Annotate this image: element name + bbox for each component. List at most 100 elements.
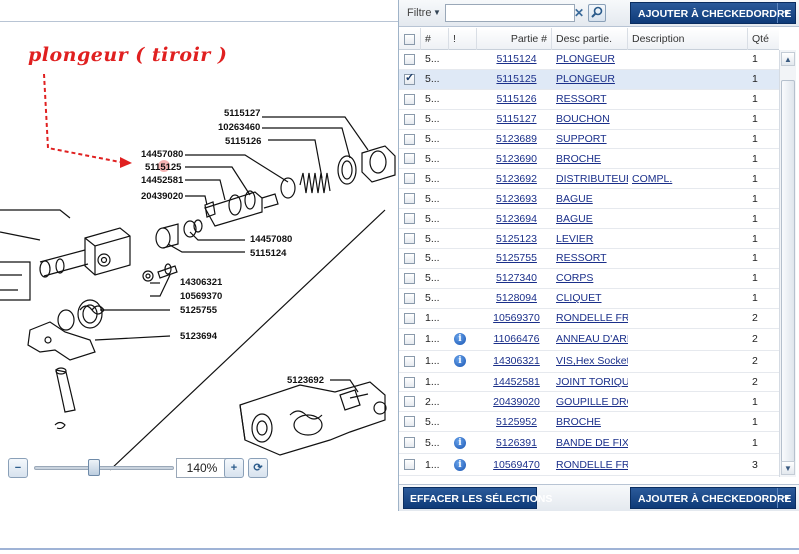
part-number-link[interactable]: 5123693 — [496, 192, 537, 205]
parts-diagram-panel[interactable]: plongeur ( tiroir ) 5115127 10263460 511… — [0, 0, 398, 484]
part-desc-link[interactable]: BANDE DE FIX/ — [556, 436, 628, 449]
info-icon[interactable]: i — [454, 333, 466, 346]
grid-vertical-scrollbar[interactable]: ▲ ▼ — [779, 50, 796, 477]
column-header-part-desc[interactable]: Desc partie. — [552, 28, 628, 50]
callout-10569370[interactable]: 10569370 — [180, 291, 223, 302]
row-checkbox[interactable] — [404, 437, 415, 449]
part-desc-link[interactable]: LEVIER — [556, 232, 594, 245]
zoom-in-button[interactable]: + — [224, 458, 244, 478]
part-desc-link[interactable]: BROCHE — [556, 152, 601, 165]
refresh-button[interactable]: ⟳ — [248, 458, 268, 478]
row-checkbox[interactable] — [404, 173, 415, 185]
part-desc-link[interactable]: RONDELLE FRE — [556, 312, 628, 325]
callout-10263460[interactable]: 10263460 — [218, 122, 261, 133]
search-button[interactable] — [588, 4, 606, 22]
part-number-link[interactable]: 5127340 — [496, 272, 537, 285]
part-number-link[interactable]: 20439020 — [493, 395, 540, 408]
column-header-qty[interactable]: Qté — [752, 33, 769, 45]
column-header-description[interactable]: Description — [628, 28, 748, 50]
clear-filter-icon[interactable]: ✕ — [573, 6, 585, 20]
column-header-part-number[interactable]: Partie # — [477, 28, 552, 50]
row-checkbox[interactable] — [404, 292, 415, 304]
scroll-down-icon[interactable]: ▼ — [781, 461, 795, 475]
add-to-order-button-bottom[interactable]: AJOUTER À CHECKEDORDRE ▼ — [630, 487, 796, 509]
callout-5115127[interactable]: 5115127 — [224, 108, 261, 119]
callout-14452581[interactable]: 14452581 — [141, 175, 184, 186]
part-number-link[interactable]: 5128094 — [496, 292, 537, 305]
row-checkbox[interactable] — [404, 333, 415, 345]
part-number-link[interactable]: 5125952 — [496, 415, 537, 428]
part-desc-link[interactable]: RESSORT — [556, 93, 607, 106]
filter-input[interactable] — [445, 4, 575, 22]
column-header-number[interactable]: # — [421, 28, 449, 50]
part-number-link[interactable]: 10569470 — [493, 458, 540, 471]
row-checkbox[interactable] — [404, 312, 415, 324]
part-number-link[interactable]: 5123692 — [496, 172, 537, 185]
part-desc-link[interactable]: PLONGEUR — [556, 73, 615, 86]
info-icon[interactable]: i — [454, 458, 466, 471]
part-number-link[interactable]: 5115126 — [496, 93, 537, 106]
row-checkbox[interactable] — [404, 153, 415, 165]
callout-5125755[interactable]: 5125755 — [180, 305, 217, 316]
row-checkbox[interactable] — [404, 272, 415, 284]
description-link[interactable]: COMPL. — [632, 172, 673, 185]
part-number-link[interactable]: 14306321 — [493, 355, 540, 368]
callout-20439020[interactable]: 20439020 — [141, 191, 184, 202]
part-number-link[interactable]: 5123690 — [496, 152, 537, 165]
chevron-down-icon[interactable]: ▼ — [777, 3, 795, 23]
part-desc-link[interactable]: RESSORT — [556, 252, 607, 265]
part-desc-link[interactable]: CORPS — [556, 272, 594, 285]
row-checkbox[interactable] — [404, 71, 415, 85]
callout-5115125[interactable]: 5115125 — [145, 162, 182, 173]
chevron-down-icon[interactable]: ▼ — [777, 488, 795, 508]
clear-selections-button[interactable]: EFFACER LES SÉLECTIONS — [403, 487, 552, 509]
part-number-link[interactable]: 5115125 — [496, 73, 537, 86]
callout-5115126[interactable]: 5115126 — [225, 136, 262, 147]
part-desc-link[interactable]: VIS,Hex Socket — [556, 355, 628, 368]
filter-label[interactable]: Filtre — [407, 7, 432, 19]
part-number-link[interactable]: 5125123 — [496, 232, 537, 245]
part-desc-link[interactable]: BROCHE — [556, 415, 601, 428]
part-desc-link[interactable]: BOUCHON — [556, 113, 610, 126]
row-checkbox[interactable] — [404, 233, 415, 245]
filter-dropdown-icon[interactable]: ▼ — [433, 8, 441, 17]
part-number-link[interactable]: 5123689 — [496, 133, 537, 146]
info-icon[interactable]: i — [454, 355, 466, 368]
callout-5123694[interactable]: 5123694 — [180, 331, 217, 342]
part-number-link[interactable]: 14452581 — [493, 376, 540, 389]
row-checkbox[interactable] — [404, 193, 415, 205]
part-desc-link[interactable]: BAGUE — [556, 192, 593, 205]
row-checkbox[interactable] — [404, 355, 415, 367]
row-checkbox[interactable] — [404, 113, 415, 125]
row-checkbox[interactable] — [404, 133, 415, 145]
part-desc-link[interactable]: GOUPILLE DRO — [556, 395, 628, 408]
part-desc-link[interactable]: RONDELLE FRE — [556, 458, 628, 471]
row-checkbox[interactable] — [404, 459, 415, 471]
callout-14457080-b[interactable]: 14457080 — [250, 234, 293, 245]
info-icon[interactable]: i — [454, 436, 466, 449]
part-number-link[interactable]: 5115127 — [496, 113, 537, 126]
part-number-link[interactable]: 5125755 — [496, 252, 537, 265]
column-header-info[interactable]: ! — [449, 28, 477, 50]
part-number-link[interactable]: 5126391 — [496, 436, 537, 449]
part-desc-link[interactable]: JOINT TORIQUE — [556, 376, 628, 389]
row-checkbox[interactable] — [404, 396, 415, 408]
callout-14457080[interactable]: 14457080 — [141, 149, 184, 160]
select-all-checkbox[interactable] — [404, 33, 415, 45]
part-desc-link[interactable]: BAGUE — [556, 212, 593, 225]
